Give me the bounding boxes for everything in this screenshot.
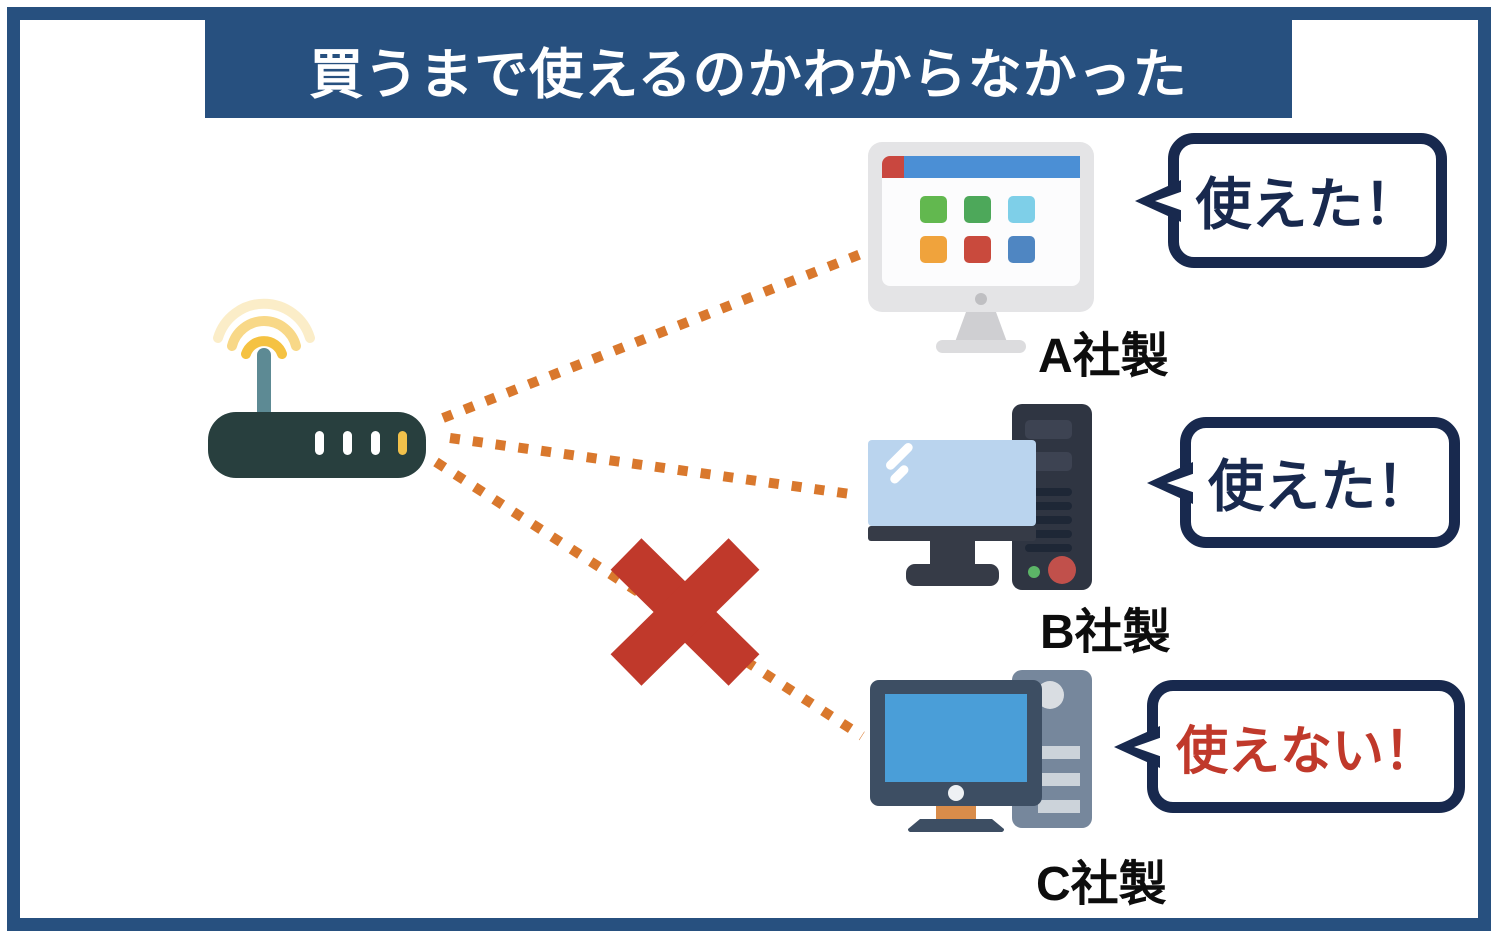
- cross-icon: [610, 538, 760, 686]
- bubble-device-b-text: 使えた！: [1208, 455, 1432, 518]
- line-router-to-a: [441, 247, 868, 423]
- outer-frame: [7, 7, 1491, 931]
- router-icon: [208, 298, 426, 478]
- line-router-to-b: [449, 433, 851, 499]
- bubble-device-c-text: 使えない！: [1175, 723, 1436, 781]
- title-banner: 買うまで使えるのかわからなかった: [205, 20, 1292, 118]
- device-a-label: A社製: [1038, 330, 1169, 383]
- computer-c-icon: [870, 670, 1092, 832]
- device-c-label: C社製: [1036, 858, 1167, 911]
- bubble-device-a: 使えた！: [1168, 133, 1447, 268]
- page-title: 買うまで使えるのかわからなかった: [309, 44, 1188, 105]
- bubble-device-a-text: 使えた！: [1195, 173, 1420, 236]
- bubble-device-c: 使えない！: [1147, 680, 1465, 813]
- computer-a-icon: [868, 142, 1094, 353]
- bubble-device-b: 使えた！: [1180, 417, 1460, 548]
- computer-b-icon: [868, 404, 1092, 590]
- device-b-label: B社製: [1040, 606, 1171, 659]
